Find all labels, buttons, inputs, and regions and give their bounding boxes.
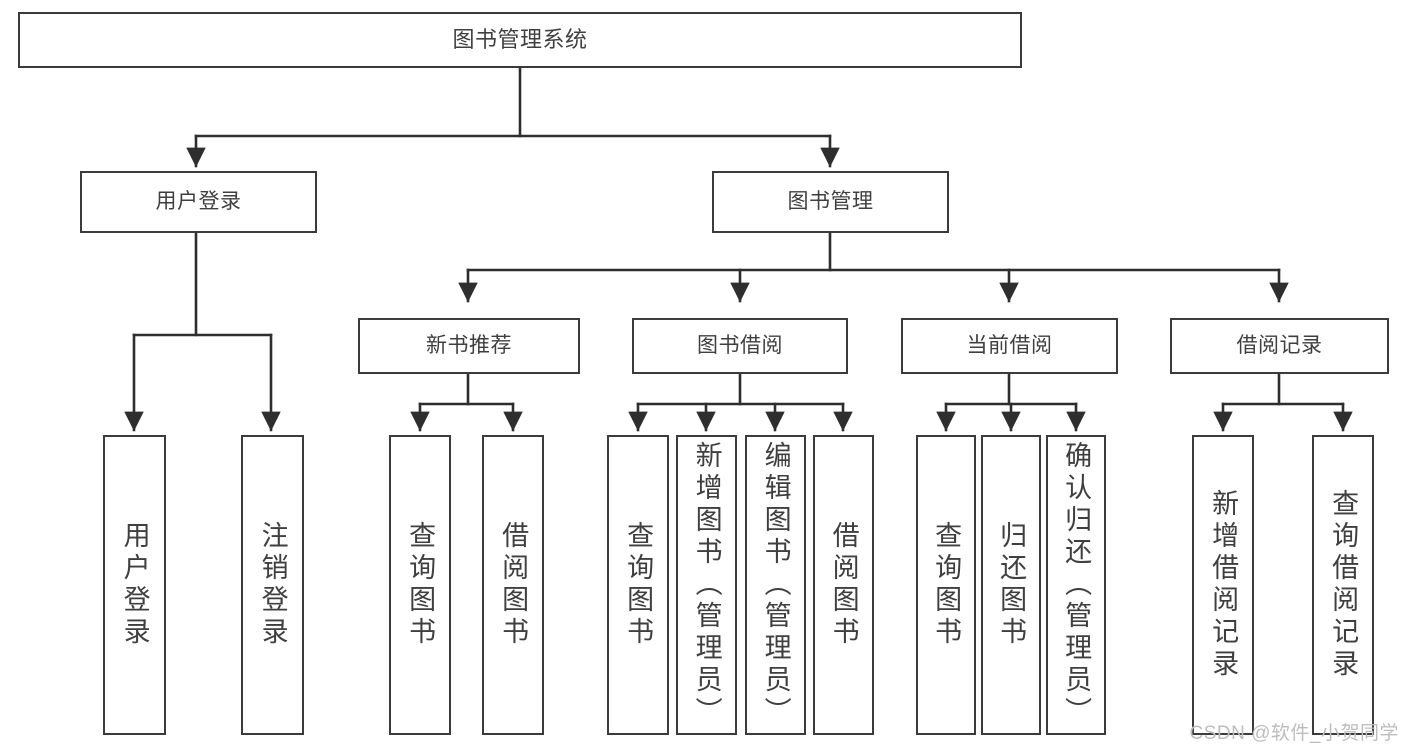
node-label: 图书管理 (787, 189, 874, 213)
node-leaf-edit-book[interactable]: 编辑图书（管理员） (745, 435, 806, 735)
node-label: 查询图书 (931, 521, 962, 649)
node-leaf-borrow-book-2[interactable]: 借阅图书 (813, 435, 874, 735)
node-label: 新增借阅记录 (1208, 489, 1239, 681)
node-leaf-query-book-3[interactable]: 查询图书 (916, 435, 976, 735)
node-borrow-record[interactable]: 借阅记录 (1170, 318, 1389, 374)
node-label: 用户登录 (155, 189, 242, 213)
node-leaf-borrow-book-1[interactable]: 借阅图书 (482, 435, 544, 735)
node-leaf-add-record[interactable]: 新增借阅记录 (1192, 435, 1254, 735)
node-leaf-return-book[interactable]: 归还图书 (981, 435, 1041, 735)
node-label: 用户登录 (119, 521, 150, 649)
node-new-book-recommend[interactable]: 新书推荐 (358, 318, 580, 374)
node-leaf-query-record[interactable]: 查询借阅记录 (1312, 435, 1374, 735)
node-leaf-confirm-return[interactable]: 确认归还（管理员） (1046, 435, 1106, 735)
node-root-system[interactable]: 图书管理系统 (18, 12, 1022, 68)
node-label: 新书推荐 (426, 333, 512, 357)
node-label: 借阅图书 (828, 521, 859, 649)
node-label: 查询借阅记录 (1328, 489, 1359, 681)
node-user-login[interactable]: 用户登录 (80, 171, 317, 233)
node-leaf-query-book-2[interactable]: 查询图书 (607, 435, 669, 735)
node-label: 确认归还（管理员） (1061, 441, 1092, 729)
node-book-borrow[interactable]: 图书借阅 (632, 318, 848, 374)
node-label: 图书借阅 (697, 333, 783, 357)
csdn-watermark: CSDN @软件_小贺同学 (1189, 723, 1399, 744)
node-label: 借阅记录 (1236, 333, 1323, 357)
node-label: 查询图书 (623, 521, 654, 649)
node-label: 编辑图书（管理员） (760, 441, 791, 729)
node-label: 查询图书 (405, 521, 436, 649)
node-label: 新增图书（管理员） (691, 441, 722, 729)
node-label: 当前借阅 (966, 333, 1053, 357)
node-leaf-add-book[interactable]: 新增图书（管理员） (676, 435, 737, 735)
node-label: 借阅图书 (498, 521, 529, 649)
node-book-manage[interactable]: 图书管理 (712, 171, 949, 233)
node-leaf-logout-login[interactable]: 注销登录 (241, 435, 304, 735)
node-leaf-query-book-1[interactable]: 查询图书 (389, 435, 451, 735)
node-label: 归还图书 (996, 521, 1027, 649)
node-leaf-user-login[interactable]: 用户登录 (103, 435, 166, 735)
node-current-borrow[interactable]: 当前借阅 (901, 318, 1118, 374)
node-label: 图书管理系统 (452, 27, 588, 53)
node-label: 注销登录 (257, 521, 288, 649)
